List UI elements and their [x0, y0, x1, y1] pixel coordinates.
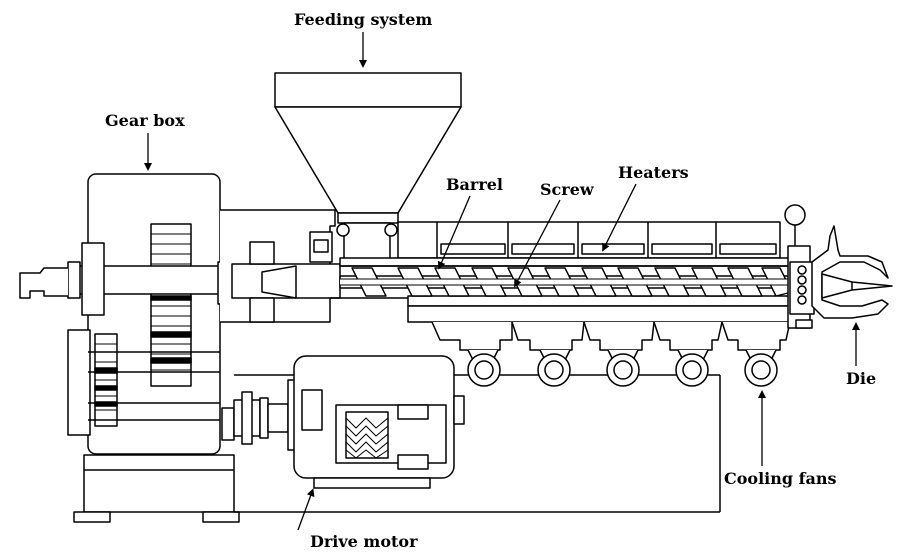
cooling-fans-label: Cooling fans [724, 469, 837, 488]
drive-motor-label: Drive motor [310, 532, 418, 551]
die-label: Die [846, 369, 877, 388]
gear-box [19, 173, 235, 455]
cooling-fans [431, 321, 791, 387]
coupling-housing [220, 209, 341, 323]
heater-bands [397, 221, 781, 259]
screw [339, 267, 793, 297]
gear-box-label: Gear box [105, 111, 185, 130]
die [811, 225, 893, 319]
feeding-system-label: Feeding system [294, 10, 433, 29]
arrows [144, 32, 860, 531]
heaters-label: Heaters [618, 163, 689, 182]
screw-label: Screw [540, 180, 594, 199]
barrel-label: Barrel [446, 175, 504, 194]
drive-motor [221, 355, 465, 489]
front-flange [784, 204, 815, 329]
